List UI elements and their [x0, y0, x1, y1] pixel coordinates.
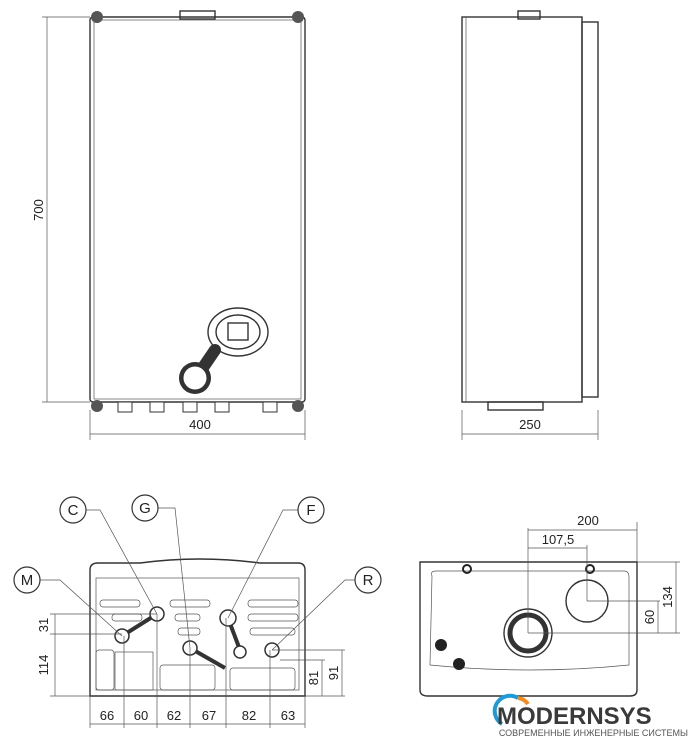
dim-200: 200 [577, 513, 599, 528]
side-view: 250 [461, 10, 599, 440]
dim-134: 134 [660, 586, 675, 608]
modernsys-logo: MODERNSYS СОВРЕМЕННЫЕ ИНЖЕНЕРНЫЕ СИСТЕМЫ [492, 693, 688, 738]
callout-r: R [363, 572, 374, 589]
top-view: 200 107,5 134 60 [419, 513, 680, 697]
dim-66: 66 [100, 708, 114, 723]
height-label: 700 [31, 199, 46, 221]
depth-label: 250 [519, 417, 541, 432]
dim-81: 81 [306, 671, 321, 685]
width-label: 400 [189, 417, 211, 432]
callout-g: G [139, 500, 151, 517]
bottom-view: C G F M R 31 114 81 91 66 60 62 67 [13, 494, 382, 728]
height-dimension: 700 [31, 16, 90, 403]
dim-67: 67 [202, 708, 216, 723]
connectors [117, 401, 278, 413]
dim-60-top: 60 [642, 610, 657, 624]
dim-82: 82 [242, 708, 256, 723]
callout-c: C [68, 502, 79, 519]
callout-f: F [306, 502, 315, 519]
dim-31: 31 [36, 618, 51, 632]
dim-91: 91 [326, 666, 341, 680]
logo-name: MODERNSYS [497, 703, 652, 730]
dim-62: 62 [167, 708, 181, 723]
dim-63: 63 [281, 708, 295, 723]
callout-m: M [21, 572, 34, 589]
dim-60: 60 [134, 708, 148, 723]
dim-114: 114 [36, 655, 51, 676]
control-panel [179, 307, 269, 394]
width-dimension: 400 [89, 410, 306, 440]
front-view: 700 400 [31, 10, 306, 440]
dim-107-5: 107,5 [542, 532, 575, 547]
logo-tagline: СОВРЕМЕННЫЕ ИНЖЕНЕРНЫЕ СИСТЕМЫ [499, 728, 688, 738]
